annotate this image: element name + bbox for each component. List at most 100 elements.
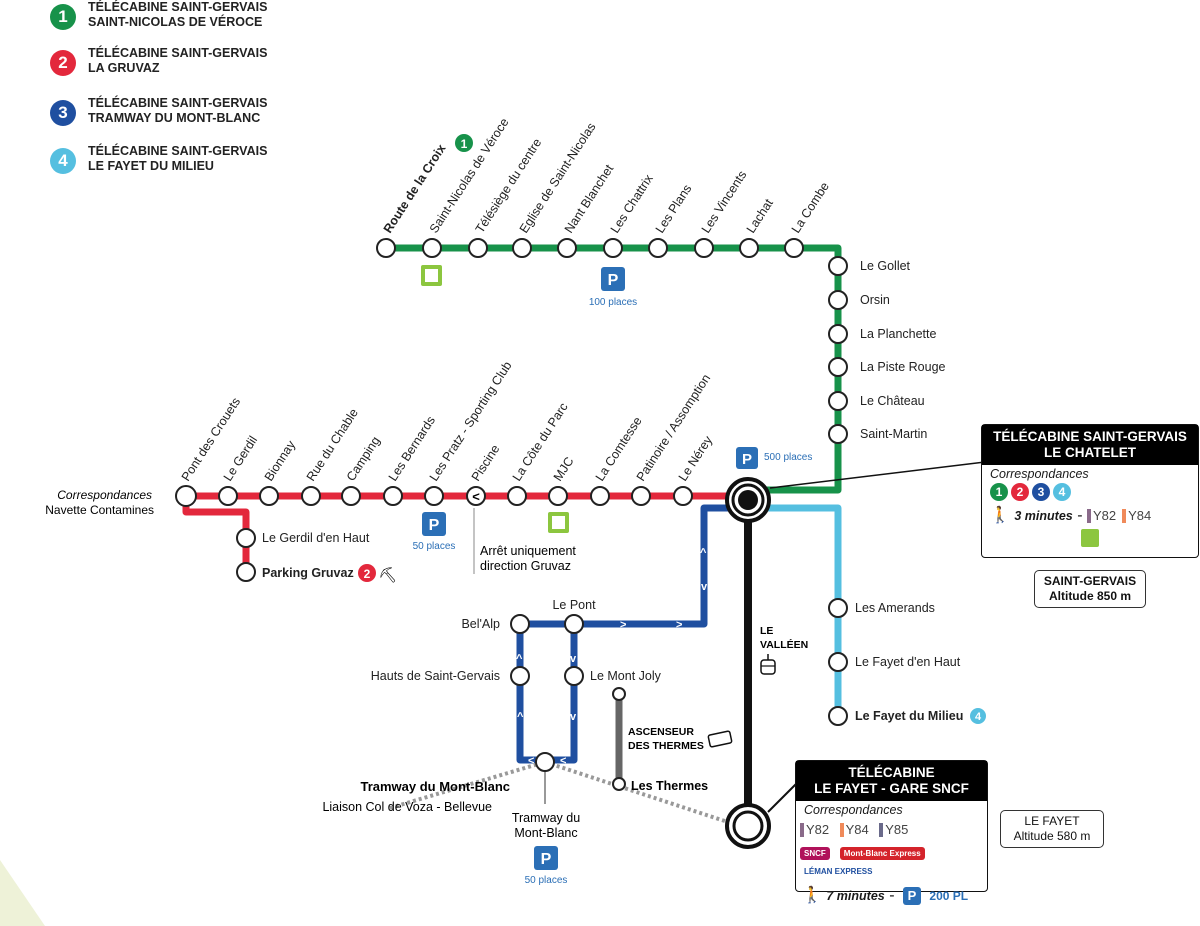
parking-red[interactable]: P 50 places — [413, 512, 456, 552]
stop-green-side-3[interactable] — [828, 357, 848, 377]
stop-green-side-5[interactable] — [828, 424, 848, 444]
funicular-icon — [707, 730, 733, 748]
stop-label: Le Gerdil — [221, 433, 260, 483]
sncf-logo: SNCF — [800, 847, 830, 861]
line-3-badge: 3 — [50, 100, 76, 126]
stop-red-2[interactable] — [259, 486, 279, 506]
stop-blue-montjoly[interactable] — [564, 666, 584, 686]
stop-red-0[interactable] — [175, 485, 197, 507]
svg-text:<: < — [560, 755, 566, 767]
stop-red-5[interactable] — [383, 486, 403, 506]
stop-red-3[interactable] — [301, 486, 321, 506]
stop-lightblue-1[interactable] — [828, 652, 848, 672]
parking-tramway[interactable]: P 50 places — [525, 846, 568, 886]
stop-tramway[interactable] — [535, 752, 555, 772]
stop-green-7[interactable] — [694, 238, 714, 258]
stop-red-6[interactable] — [424, 486, 444, 506]
stop-green-side-0[interactable] — [828, 256, 848, 276]
parking-icon: P — [902, 887, 921, 905]
hub-chatelet[interactable] — [725, 477, 771, 523]
stop-label: Hauts de Saint-Gervais — [371, 669, 500, 683]
stop-label: La Piste Rouge — [860, 360, 946, 374]
bus-y82[interactable]: Y82 — [800, 823, 829, 837]
stop-label: La Combe — [789, 180, 832, 236]
stop-red-9[interactable] — [548, 486, 568, 506]
stop-red-10[interactable] — [590, 486, 610, 506]
bus-row: Y82 Y84 Y85 — [796, 817, 987, 843]
svg-text:<: < — [528, 755, 534, 767]
stop-label: Camping — [344, 434, 383, 484]
stop-red-1[interactable] — [218, 486, 238, 506]
svg-text:v: v — [570, 653, 577, 665]
stop-green-0[interactable] — [376, 238, 396, 258]
stop-blue-belalp[interactable] — [510, 614, 530, 634]
stop-red-4[interactable] — [341, 486, 361, 506]
stop-green-side-4[interactable] — [828, 391, 848, 411]
parking-hub[interactable]: P 500 places — [736, 447, 812, 469]
stop-label: Bel'Alp — [461, 617, 500, 631]
svg-text:2: 2 — [364, 567, 371, 581]
parking-green[interactable]: P 100 places — [589, 267, 637, 308]
one-way-symbol: < — [472, 489, 480, 504]
stop-green-8[interactable] — [739, 238, 759, 258]
stop-label: Le Nérey — [676, 433, 716, 484]
line-4-badge[interactable]: 4 — [1053, 483, 1071, 501]
hub-fayet-gare[interactable] — [725, 803, 771, 849]
stop-label: Le Mont Joly — [590, 669, 662, 683]
svg-text:^: ^ — [516, 653, 523, 665]
leader-line-fayet — [767, 779, 801, 813]
stop-label: Bionnay — [262, 437, 299, 483]
stop-green-4[interactable] — [557, 238, 577, 258]
stop-green-6[interactable] — [648, 238, 668, 258]
les-thermes-label[interactable]: Les Thermes — [631, 779, 708, 793]
stop-blue-hauts[interactable] — [510, 666, 530, 686]
stop-les-thermes[interactable] — [612, 777, 626, 791]
stop-green-side-2[interactable] — [828, 324, 848, 344]
stop-lightblue-2[interactable] — [828, 706, 848, 726]
stop-green-3[interactable] — [512, 238, 532, 258]
stop-ascenseur-top[interactable] — [612, 687, 626, 701]
stop-label: Les Amerands — [855, 601, 935, 615]
stop-lightblue-0[interactable] — [828, 598, 848, 618]
stop-label: Le Château — [860, 394, 925, 408]
bus-y84[interactable]: Y84 — [1122, 509, 1151, 523]
bus-y82[interactable]: Y82 — [1086, 509, 1116, 523]
stop-label: Le Gerdil d'en Haut — [262, 531, 370, 545]
svg-text:4: 4 — [975, 711, 982, 723]
mont-blanc-express-logo: Mont-Blanc Express — [839, 847, 925, 861]
stop-green-5[interactable] — [603, 238, 623, 258]
walking-icon: 🚶 — [802, 887, 822, 904]
line-1-badge[interactable]: 1 — [990, 483, 1008, 501]
svg-text:50 places: 50 places — [525, 875, 568, 886]
stop-green-1[interactable] — [422, 238, 442, 258]
stops-layer — [175, 238, 848, 791]
stop-green-2[interactable] — [468, 238, 488, 258]
line-3-badge[interactable]: 3 — [1032, 483, 1050, 501]
stop-red-7[interactable] — [466, 486, 486, 506]
svg-text:>: > — [676, 619, 682, 631]
bus-y85[interactable]: Y85 — [879, 823, 908, 837]
stop-green-side-1[interactable] — [828, 290, 848, 310]
stop-label: Les Vincents — [699, 168, 750, 235]
bus-y84[interactable]: Y84 — [839, 823, 869, 837]
stop-red-branch-1[interactable] — [236, 562, 256, 582]
line-2-badge[interactable]: 2 — [1011, 483, 1029, 501]
stop-blue-pont[interactable] — [564, 614, 584, 634]
stop-green-9[interactable] — [784, 238, 804, 258]
ascenseur-label-1: ASCENSEUR — [628, 726, 694, 738]
stop-red-8[interactable] — [507, 486, 527, 506]
svg-text:^: ^ — [517, 711, 524, 723]
stop-red-branch-0[interactable] — [236, 528, 256, 548]
altitude-le-fayet: LE FAYET Altitude 580 m — [1000, 810, 1104, 848]
stop-red-12[interactable] — [673, 486, 693, 506]
svg-text:^: ^ — [700, 547, 707, 559]
stop-red-11[interactable] — [631, 486, 651, 506]
svg-text:P: P — [429, 517, 440, 534]
